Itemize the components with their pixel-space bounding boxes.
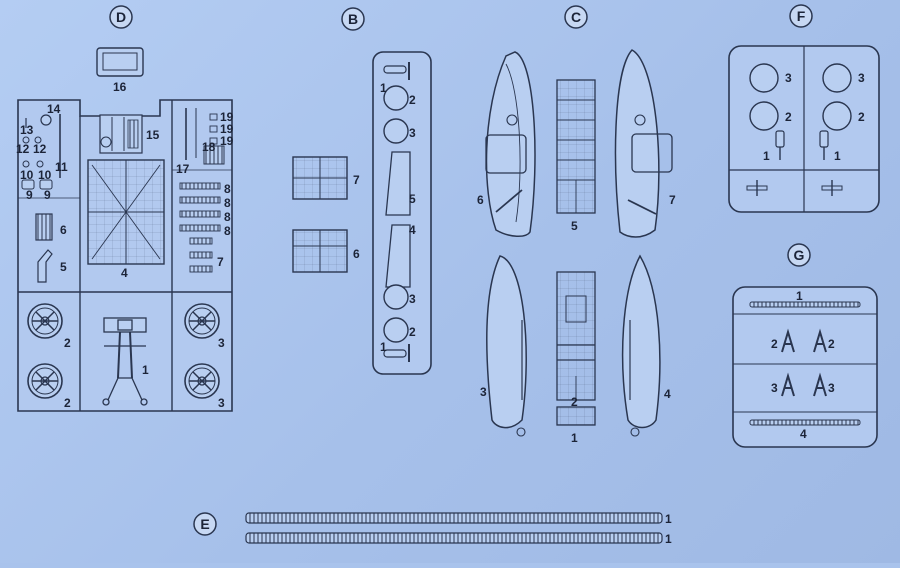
svg-text:19: 19 bbox=[220, 122, 234, 136]
svg-text:9: 9 bbox=[26, 188, 33, 202]
part-d5 bbox=[37, 249, 53, 283]
part-e1-track bbox=[245, 532, 663, 544]
svg-text:7: 7 bbox=[217, 255, 224, 269]
svg-text:9: 9 bbox=[44, 188, 51, 202]
svg-text:14: 14 bbox=[47, 102, 61, 116]
svg-text:11: 11 bbox=[55, 160, 68, 174]
svg-text:2: 2 bbox=[571, 395, 578, 409]
svg-text:7: 7 bbox=[353, 173, 360, 187]
sprue-b: 7 6 1 2 3 5 4 3 2 1 bbox=[292, 51, 432, 375]
svg-text:4: 4 bbox=[800, 427, 807, 441]
part-d2-wheel bbox=[27, 363, 63, 399]
sprue-label-b: B bbox=[341, 7, 365, 31]
sprue-f: 3 2 1 3 2 1 bbox=[728, 45, 880, 213]
svg-text:12: 12 bbox=[16, 142, 30, 156]
sprue-label-g: G bbox=[787, 243, 811, 267]
svg-text:15: 15 bbox=[146, 128, 160, 142]
svg-text:1: 1 bbox=[665, 512, 672, 526]
sprue-label-d: D bbox=[109, 5, 133, 29]
svg-text:2: 2 bbox=[858, 110, 865, 124]
part-d2-wheel bbox=[27, 303, 63, 339]
svg-text:2: 2 bbox=[64, 396, 71, 410]
svg-text:F: F bbox=[797, 8, 806, 24]
sprue-e: 1 1 bbox=[245, 512, 672, 546]
sprue-label-e: E bbox=[193, 512, 217, 536]
svg-text:G: G bbox=[794, 247, 805, 263]
svg-text:2: 2 bbox=[785, 110, 792, 124]
svg-text:7: 7 bbox=[669, 193, 676, 207]
svg-text:10: 10 bbox=[38, 168, 52, 182]
svg-text:8: 8 bbox=[224, 196, 231, 210]
svg-text:19: 19 bbox=[220, 134, 234, 148]
svg-text:1: 1 bbox=[834, 149, 841, 163]
svg-text:1: 1 bbox=[380, 340, 387, 354]
svg-text:5: 5 bbox=[409, 192, 416, 206]
part-d6 bbox=[35, 213, 53, 241]
svg-text:12: 12 bbox=[33, 142, 47, 156]
svg-text:5: 5 bbox=[60, 260, 67, 274]
svg-text:C: C bbox=[571, 9, 581, 25]
svg-text:4: 4 bbox=[121, 266, 128, 280]
svg-text:3: 3 bbox=[218, 396, 225, 410]
svg-text:8: 8 bbox=[224, 210, 231, 224]
svg-text:3: 3 bbox=[771, 381, 778, 395]
svg-text:2: 2 bbox=[828, 337, 835, 351]
svg-text:13: 13 bbox=[20, 123, 34, 137]
part-d3-wheel bbox=[184, 363, 220, 399]
svg-text:3: 3 bbox=[828, 381, 835, 395]
svg-text:1: 1 bbox=[763, 149, 770, 163]
svg-text:10: 10 bbox=[20, 168, 34, 182]
part-c4 bbox=[621, 254, 661, 429]
svg-text:D: D bbox=[116, 9, 126, 25]
svg-text:B: B bbox=[348, 11, 358, 27]
svg-text:2: 2 bbox=[409, 325, 416, 339]
part-c1 bbox=[556, 406, 596, 426]
svg-text:1: 1 bbox=[142, 363, 149, 377]
svg-text:6: 6 bbox=[60, 223, 67, 237]
svg-text:4: 4 bbox=[409, 223, 416, 237]
svg-text:3: 3 bbox=[409, 126, 416, 140]
svg-text:1: 1 bbox=[665, 532, 672, 546]
svg-text:E: E bbox=[200, 516, 209, 532]
svg-text:6: 6 bbox=[353, 247, 360, 261]
svg-text:2: 2 bbox=[409, 93, 416, 107]
sprue-label-f: F bbox=[789, 4, 813, 28]
svg-text:18: 18 bbox=[202, 140, 216, 154]
part-e1-track bbox=[245, 512, 663, 524]
svg-text:4: 4 bbox=[664, 387, 671, 401]
svg-text:8: 8 bbox=[224, 224, 231, 238]
svg-text:3: 3 bbox=[785, 71, 792, 85]
part-c6 bbox=[485, 51, 536, 237]
svg-text:6: 6 bbox=[477, 193, 484, 207]
part-d3-wheel bbox=[184, 303, 220, 339]
part-d1 bbox=[102, 317, 148, 406]
part-c3 bbox=[486, 255, 527, 429]
sprue-d: 16 14 13 12 12 11 10 10 9 9 6 5 15 4 17 … bbox=[16, 47, 234, 412]
sprue-g: 1 2 2 3 3 4 bbox=[732, 286, 878, 448]
svg-text:1: 1 bbox=[796, 289, 803, 303]
svg-text:5: 5 bbox=[571, 219, 578, 233]
svg-text:3: 3 bbox=[480, 385, 487, 399]
sprue-c: 6 7 5 3 2 1 4 bbox=[477, 49, 676, 445]
svg-text:8: 8 bbox=[224, 182, 231, 196]
svg-text:16: 16 bbox=[113, 80, 127, 94]
svg-text:2: 2 bbox=[771, 337, 778, 351]
svg-text:3: 3 bbox=[218, 336, 225, 350]
part-c7 bbox=[614, 49, 660, 238]
svg-text:19: 19 bbox=[220, 110, 234, 124]
sprue-label-c: C bbox=[564, 5, 588, 29]
svg-text:1: 1 bbox=[380, 81, 387, 95]
part-d16 bbox=[96, 47, 144, 77]
svg-text:3: 3 bbox=[409, 292, 416, 306]
svg-text:3: 3 bbox=[858, 71, 865, 85]
svg-text:17: 17 bbox=[176, 162, 190, 176]
svg-text:2: 2 bbox=[64, 336, 71, 350]
svg-text:1: 1 bbox=[571, 431, 578, 445]
